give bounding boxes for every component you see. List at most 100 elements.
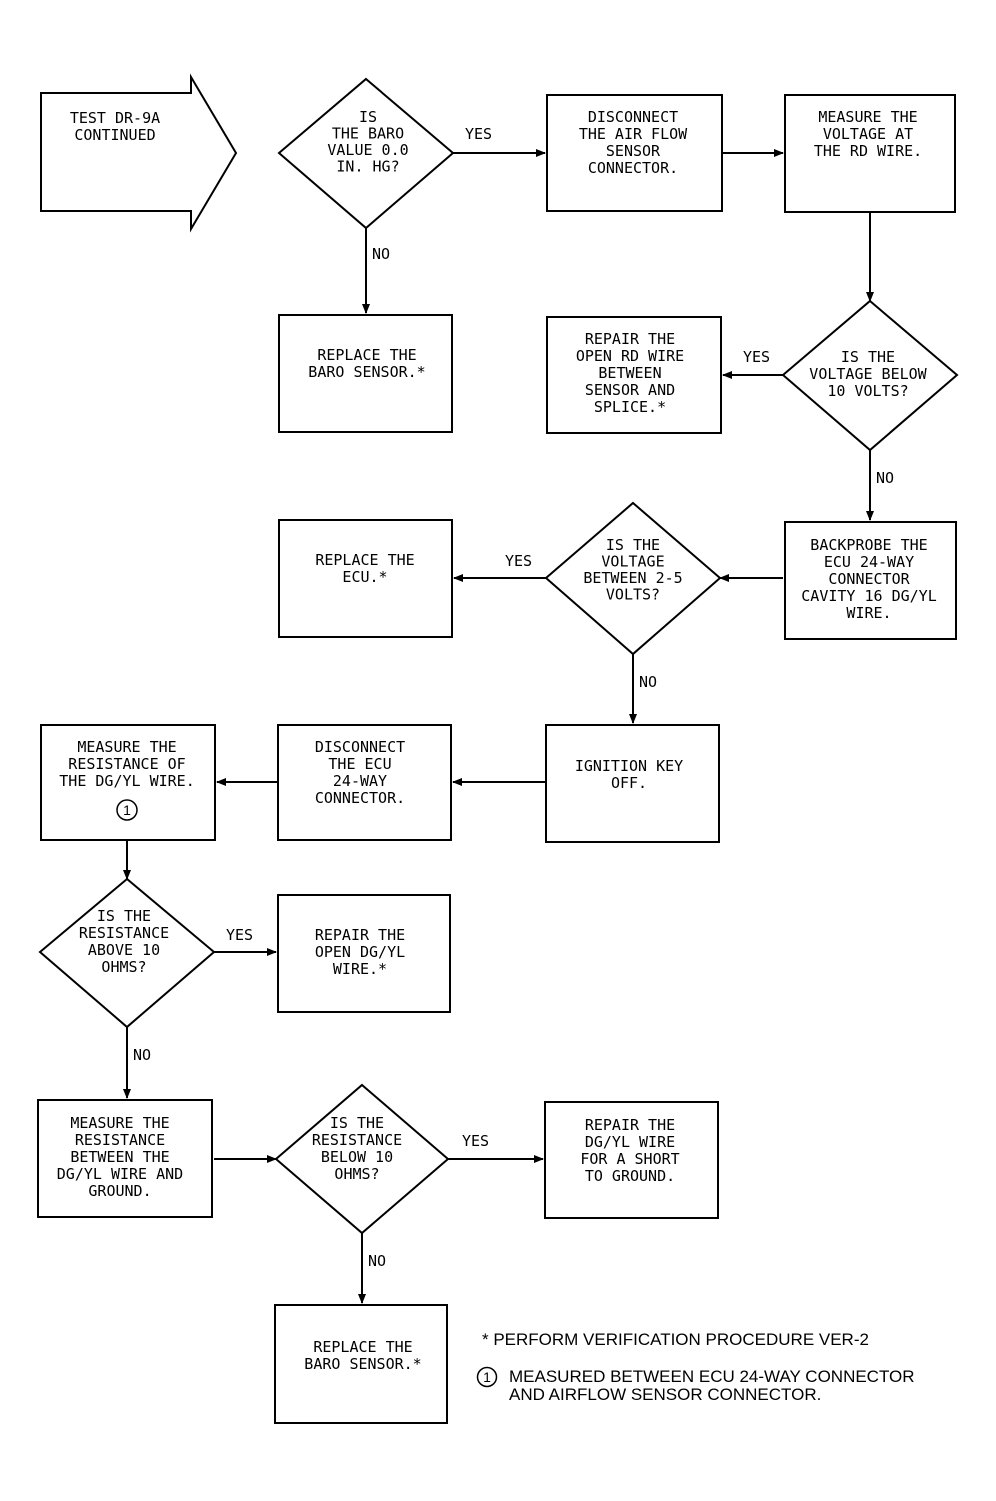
no-label-voltage-2-5: NO (639, 673, 657, 691)
replace-ecu-label-line-1: REPLACE THE (315, 551, 414, 569)
repair-open-dgyl-label-line-2: OPEN DG/YL (315, 943, 405, 961)
measure-dgyl-ground-label-line-2: RESISTANCE (75, 1131, 165, 1149)
no-label-baro: NO (372, 245, 390, 263)
voltage-below-10-label-line-1: IS THE (841, 348, 895, 366)
footnote-badge-number: 1 (123, 802, 131, 818)
baro-check-diamond (277, 77, 455, 230)
voltage-2-5-label-line-2: VOLTAGE (601, 553, 664, 571)
baro-check-label-line-2: THE BARO (332, 125, 404, 143)
repair-dgyl-short-label-line-2: DG/YL WIRE (585, 1133, 675, 1151)
disconnect-ecu-label-line-3: 24-WAY (333, 772, 387, 790)
repair-dgyl-short-label-line-3: FOR A SHORT (580, 1150, 679, 1168)
backprobe-ecu-box (784, 521, 957, 640)
yes-label-voltage-2-5: YES (505, 552, 532, 570)
backprobe-ecu-label-line-4: CAVITY 16 DG/YL (801, 587, 936, 605)
resistance-above-10-label-line-3: ABOVE 10 (88, 941, 160, 959)
repair-open-dgyl-label-line-3: WIRE.* (333, 960, 387, 978)
circle-note-line2: AND AIRFLOW SENSOR CONNECTOR. (509, 1385, 821, 1404)
replace-ecu-label-line-2: ECU.* (342, 568, 387, 586)
replace-baro-label-1-line-2: BARO SENSOR.* (308, 363, 425, 381)
ignition-off-label-line-1: IGNITION KEY (575, 757, 683, 775)
measure-rd-voltage-label-line-3: THE RD WIRE. (814, 142, 922, 160)
resistance-above-10-label-line-2: RESISTANCE (79, 924, 169, 942)
edges (123, 149, 874, 1304)
repair-dgyl-short-label-line-1: REPAIR THE (585, 1116, 675, 1134)
resistance-above-10-label-line-4: OHMS? (101, 958, 146, 976)
measure-dgyl-ground-box (37, 1099, 213, 1218)
repair-dgyl-short-box (544, 1101, 719, 1219)
yes-label-resistance-above: YES (226, 926, 253, 944)
replace-baro-label-1-line-1: REPLACE THE (317, 346, 416, 364)
measure-dgyl-resistance-label-line-1: MEASURE THE (77, 738, 176, 756)
replace-baro-label-2-line-1: REPLACE THE (313, 1338, 412, 1356)
voltage-below-10-label-line-3: 10 VOLTS? (827, 382, 908, 400)
yes-label-resistance-below: YES (462, 1132, 489, 1150)
measure-rd-voltage-label-line-2: VOLTAGE AT (823, 125, 913, 143)
voltage-2-5-diamond (544, 501, 722, 656)
measure-dgyl-resistance-label-line-3: THE DG/YL WIRE. (59, 772, 194, 790)
voltage-2-5-label-line-4: VOLTS? (606, 586, 660, 604)
measure-rd-voltage-label-line-1: MEASURE THE (818, 108, 917, 126)
repair-rd-wire-label-line-4: SENSOR AND (585, 381, 675, 399)
circle-note-line1: MEASURED BETWEEN ECU 24-WAY CONNECTOR (509, 1367, 915, 1386)
footnote-badge-1: 1 (116, 799, 138, 821)
replace-ecu-box (278, 519, 453, 638)
voltage-2-5-label-line-3: BETWEEN 2-5 (583, 569, 682, 587)
baro-check-label-line-4: IN. HG? (336, 158, 399, 176)
repair-open-dgyl-box (277, 894, 451, 1013)
yes-label-voltage-below: YES (743, 348, 770, 366)
backprobe-ecu-label-line-2: ECU 24-WAY (824, 553, 914, 571)
ignition-off-box (545, 724, 720, 843)
circle-note-badge (476, 1366, 498, 1388)
measure-dgyl-resistance-box (40, 724, 216, 841)
disconnect-airflow-label-line-4: CONNECTOR. (588, 159, 678, 177)
replace-baro-label-2-line-2: BARO SENSOR.* (304, 1355, 421, 1373)
start-label-line-1: TEST DR-9A (70, 109, 160, 127)
repair-rd-wire-label-line-2: OPEN RD WIRE (576, 347, 684, 365)
measure-dgyl-ground-label-line-3: BETWEEN THE (70, 1148, 169, 1166)
notes: * PERFORM VERIFICATION PROCEDURE VER-2 1… (476, 1330, 915, 1404)
voltage-2-5-label-line-1: IS THE (606, 536, 660, 554)
disconnect-airflow-box (546, 94, 723, 212)
repair-rd-wire-box (546, 316, 722, 434)
baro-check-label-line-3: VALUE 0.0 (327, 141, 408, 159)
resistance-below-10-label-line-3: BELOW 10 (321, 1148, 393, 1166)
disconnect-ecu-label-line-2: THE ECU (328, 755, 391, 773)
measure-dgyl-ground-label-line-1: MEASURE THE (70, 1114, 169, 1132)
no-label-resistance-above: NO (133, 1046, 151, 1064)
disconnect-airflow-label-line-3: SENSOR (606, 142, 661, 160)
repair-rd-wire-label-line-5: SPLICE.* (594, 398, 666, 416)
repair-rd-wire-label-line-1: REPAIR THE (585, 330, 675, 348)
replace-baro-box-2 (274, 1304, 448, 1424)
resistance-below-10-label-line-2: RESISTANCE (312, 1131, 402, 1149)
ignition-off-label-line-2: OFF. (611, 774, 647, 792)
resistance-below-10-label-line-1: IS THE (330, 1114, 384, 1132)
no-label-voltage-below: NO (876, 469, 894, 487)
disconnect-ecu-label-line-1: DISCONNECT (315, 738, 405, 756)
measure-dgyl-ground-label-line-4: DG/YL WIRE AND (57, 1165, 183, 1183)
baro-check-label-line-1: IS (359, 108, 377, 126)
measure-rd-voltage-box (784, 94, 956, 213)
disconnect-ecu-label-line-4: CONNECTOR. (315, 789, 405, 807)
start-label-line-2: CONTINUED (74, 126, 155, 144)
shapes (37, 73, 959, 1424)
measure-dgyl-ground-label-line-5: GROUND. (88, 1182, 151, 1200)
asterisk-note: * PERFORM VERIFICATION PROCEDURE VER-2 (482, 1330, 869, 1349)
measure-dgyl-resistance-label-line-2: RESISTANCE OF (68, 755, 185, 773)
